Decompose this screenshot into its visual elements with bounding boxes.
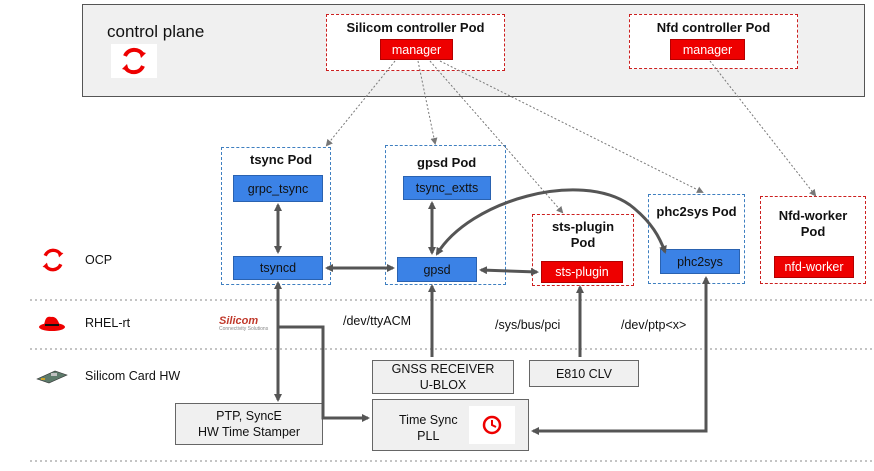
silicom-logo-sub: Connectivity Solutions <box>219 326 269 332</box>
sts-plugin-pod-title-line1: sts-plugin <box>551 219 615 234</box>
silicom-controller-pod: Silicom controller Pod <box>326 14 505 71</box>
ctrl-nfd-to-worker <box>709 60 817 197</box>
ctrl-manager-to-sts <box>429 60 564 214</box>
ptp-synce-box: PTP, SyncE HW Time Stamper <box>175 403 323 445</box>
layer-label-rhel: RHEL-rt <box>85 316 131 330</box>
silicom-logo: Silicom Connectivity Solutions <box>219 315 277 333</box>
ptp-line1: PTP, SyncE <box>216 409 282 423</box>
phc2sys-container: phc2sys <box>660 249 740 274</box>
silicom-logo-text: Silicom <box>219 315 259 327</box>
time-sync-pll-box: Time Sync PLL <box>372 399 529 451</box>
nfd-worker-pod-title: Nfd-worker Pod <box>760 208 866 240</box>
nfd-controller-pod-title: Nfd controller Pod <box>656 20 771 35</box>
gnss-line1: GNSS RECEIVER <box>391 362 495 376</box>
tsync-extts-container: tsync_extts <box>403 176 491 200</box>
path-label-tty: /dev/ttyACM <box>343 314 412 328</box>
openshift-icon <box>40 247 66 278</box>
silicom-manager-container: manager <box>380 39 453 60</box>
gnss-receiver-box: GNSS RECEIVER U-BLOX <box>372 360 514 394</box>
gpsd-pod-title: gpsd Pod <box>417 155 477 170</box>
timesync-line1: Time Sync <box>399 413 458 427</box>
nfd-worker-pod-title-line1: Nfd-worker <box>778 208 848 223</box>
nfd-manager-container: manager <box>670 39 745 60</box>
gpsd-container: gpsd <box>397 257 477 282</box>
layer-label-ocp: OCP <box>85 253 113 267</box>
time-sync-label: Time Sync PLL <box>399 412 458 444</box>
nfd-worker-container: nfd-worker <box>774 256 854 278</box>
ctrl-manager-to-gpsd <box>417 60 438 145</box>
nfd-worker-pod-title-line2: Pod <box>800 224 826 239</box>
layer-label-hw: Silicom Card HW <box>85 369 181 383</box>
tsync-pod-title: tsync Pod <box>250 152 313 167</box>
tsyncd-container: tsyncd <box>233 256 323 280</box>
link-gpsd-phc2sys <box>435 188 667 256</box>
grpc-tsync-container: grpc_tsync <box>233 175 323 202</box>
gnss-line2: U-BLOX <box>419 378 467 392</box>
ctrl-manager-to-tsync <box>325 60 396 147</box>
redhat-hat-icon <box>38 313 66 338</box>
control-plane-title: control plane <box>107 22 205 41</box>
ctrl-manager-to-phc2sys <box>439 60 704 193</box>
ptp-line2: HW Time Stamper <box>197 425 301 439</box>
phc2sys-pod-title: phc2sys Pod <box>656 204 737 219</box>
link-gpsd-sts <box>479 266 539 276</box>
link-tsyncd-pll <box>278 325 370 422</box>
silicom-controller-pod-title: Silicom controller Pod <box>346 20 485 35</box>
timesync-line2: PLL <box>417 429 440 443</box>
network-card-icon <box>35 369 69 390</box>
link-phc2sys-pll <box>531 276 710 435</box>
openshift-icon <box>111 44 157 78</box>
clock-icon <box>469 406 515 444</box>
